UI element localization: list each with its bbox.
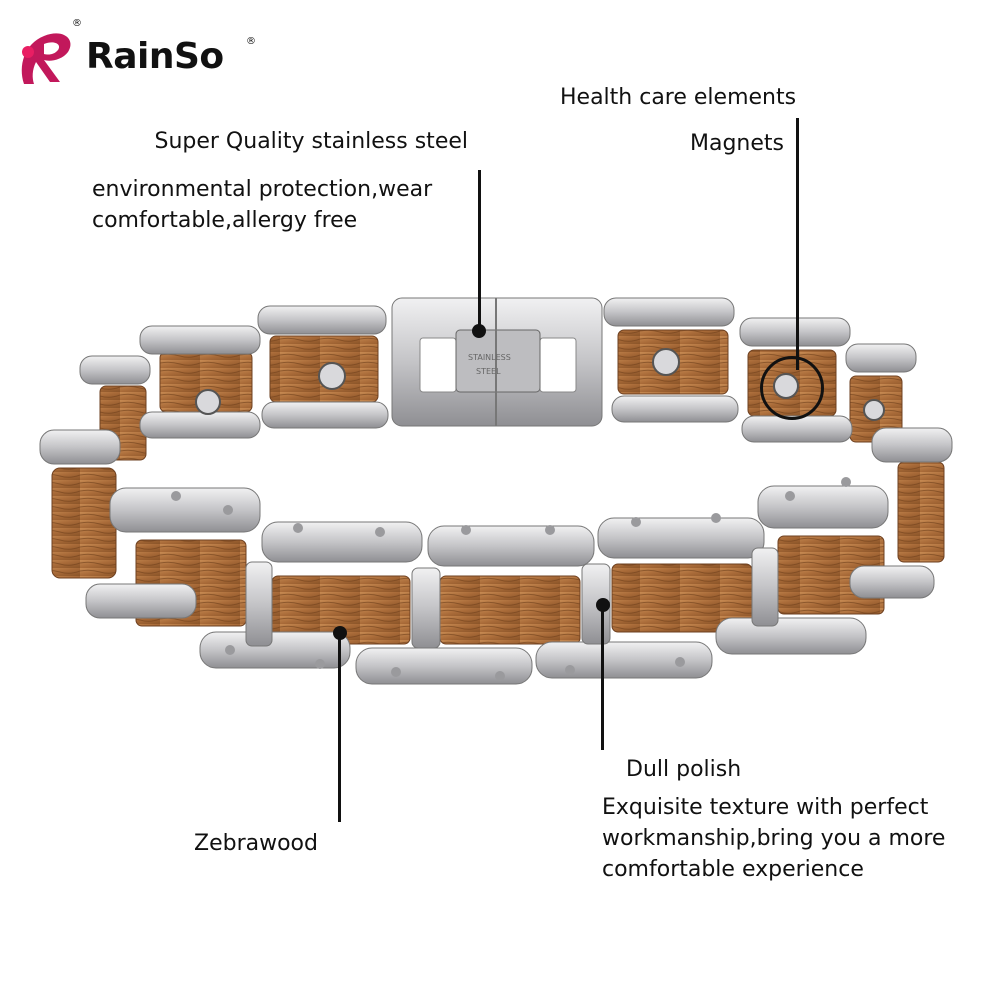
health-connector-line	[796, 118, 799, 370]
wood-title: Zebrawood	[194, 831, 318, 856]
rainso-logo-icon	[21, 33, 71, 84]
polish-title: Dull polish	[626, 757, 742, 782]
brand-logo: ® RainSo ®	[10, 18, 260, 92]
magnet-highlight-circle	[760, 356, 824, 420]
polish-connector-line	[601, 604, 604, 750]
quality-description: environmental protection,wear comfortabl…	[92, 174, 432, 236]
bracelet-front-row	[39, 427, 953, 685]
clasp-engraving-line-2: STEEL	[476, 367, 501, 376]
bracelet-back-row	[79, 297, 917, 461]
polish-connector-dot	[596, 598, 610, 612]
registered-mark-2: ®	[246, 36, 256, 47]
registered-mark: ®	[72, 18, 82, 29]
quality-description-line-1: environmental protection,wear	[92, 177, 433, 202]
quality-connector-dot	[472, 324, 486, 338]
health-description: Magnets	[690, 128, 784, 159]
polish-description: Exquisite texture with perfect workmansh…	[602, 792, 945, 885]
health-title: Health care elements	[560, 85, 797, 110]
polish-description-line-3: comfortable experience	[602, 857, 864, 882]
bracelet-clasp	[391, 297, 603, 427]
polish-description-line-2: workmanship,bring you a more	[602, 826, 946, 851]
wood-connector-line	[338, 632, 341, 822]
health-description-line-1: Magnets	[690, 131, 784, 156]
quality-connector-line	[478, 170, 481, 330]
clasp-engraving-line-1: STAINLESS	[468, 353, 511, 362]
quality-description-line-2: comfortable,allergy free	[92, 208, 358, 233]
quality-title: Super Quality stainless steel	[154, 129, 468, 154]
polish-description-line-1: Exquisite texture with perfect	[602, 795, 929, 820]
wood-connector-dot	[333, 626, 347, 640]
brand-name: RainSo	[86, 36, 224, 77]
